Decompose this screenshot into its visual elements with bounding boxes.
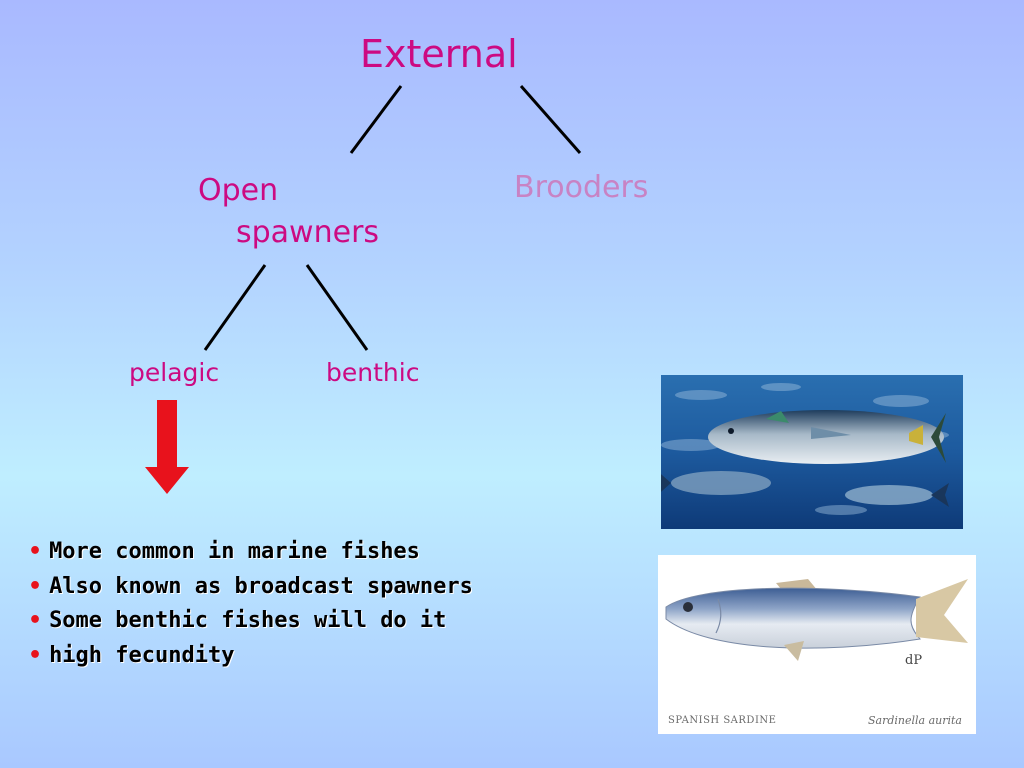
- sardine-caption: SPANISH SARDINE: [668, 715, 777, 726]
- node-brooders: Brooders: [514, 170, 649, 205]
- sardine-drawing: [665, 579, 968, 661]
- bullet-item: •high fecundity: [28, 639, 473, 674]
- bullet-list: •More common in marine fishes •Also know…: [28, 535, 473, 673]
- bullet-text: Some benthic fishes will do it: [49, 608, 447, 633]
- sardine-latin-name: Sardinella aurita: [868, 714, 962, 727]
- bullet-dot-icon: •: [28, 608, 43, 633]
- bullet-text: high fecundity: [49, 642, 235, 668]
- tuna-photo: [661, 375, 963, 529]
- connector-external-open: [349, 85, 403, 154]
- bullet-text: Also known as broadcast spawners: [49, 573, 473, 599]
- node-open-line2: spawners: [236, 215, 380, 250]
- sardine-signature: dP: [905, 653, 923, 668]
- bullet-dot-icon: •: [28, 573, 43, 599]
- sardine-illustration: dP SPANISH SARDINE Sardinella aurita: [658, 555, 976, 734]
- bullet-item: •Some benthic fishes will do it: [28, 604, 473, 639]
- bullet-dot-icon: •: [28, 539, 43, 564]
- node-benthic: benthic: [326, 358, 420, 387]
- bullet-dot-icon: •: [28, 642, 43, 668]
- down-arrow-icon: [145, 400, 189, 494]
- node-open-line1: Open: [198, 173, 279, 208]
- bullet-item: •Also known as broadcast spawners: [28, 570, 473, 605]
- connector-open-pelagic: [203, 264, 267, 351]
- node-open-spawners: Open spawners: [198, 170, 379, 254]
- connector-open-benthic: [305, 264, 369, 351]
- connector-external-brooders: [519, 85, 582, 154]
- node-external: External: [360, 32, 518, 76]
- bullet-item: •More common in marine fishes: [28, 535, 473, 570]
- bullet-text: More common in marine fishes: [49, 539, 420, 564]
- node-pelagic: pelagic: [129, 358, 220, 387]
